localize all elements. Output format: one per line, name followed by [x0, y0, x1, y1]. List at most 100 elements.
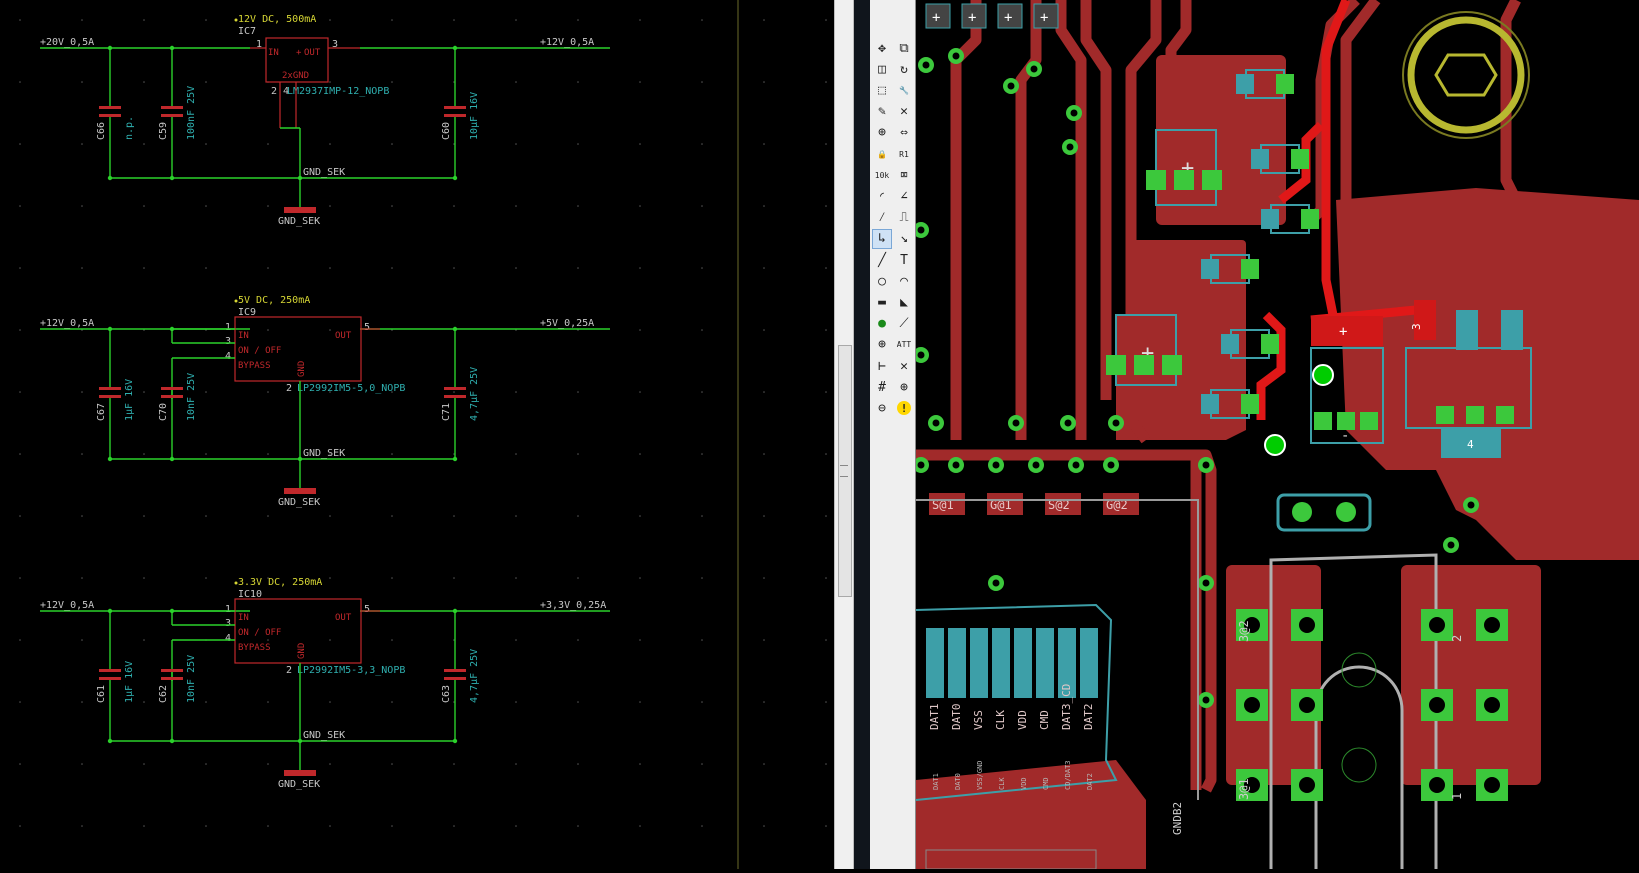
- shield-pad[interactable]: [1045, 493, 1081, 515]
- smd-pad[interactable]: [1456, 310, 1478, 350]
- smd-pad[interactable]: [1146, 170, 1166, 190]
- dimension-icon[interactable]: ⊢: [878, 358, 886, 374]
- split-icon[interactable]: ∠: [900, 188, 908, 204]
- smd-pad[interactable]: [1414, 300, 1436, 340]
- smd-pad[interactable]: [1162, 355, 1182, 375]
- miter-icon[interactable]: ◜: [878, 188, 886, 204]
- change-icon[interactable]: 🔧: [899, 85, 909, 95]
- ic-body[interactable]: [234, 598, 362, 664]
- selected-via[interactable]: [1312, 364, 1334, 386]
- add-icon[interactable]: ⊕: [878, 125, 886, 141]
- delete-icon[interactable]: ✕: [900, 104, 908, 120]
- lock-icon[interactable]: 🔒: [877, 149, 887, 159]
- errors-icon[interactable]: !: [897, 401, 911, 416]
- hole-icon[interactable]: ⊕: [878, 337, 886, 353]
- smd-pad[interactable]: [1496, 406, 1514, 424]
- mirror-icon[interactable]: ◫: [878, 61, 886, 77]
- ratsnest-icon[interactable]: ✕: [900, 358, 908, 374]
- smd-pad[interactable]: [1221, 334, 1239, 354]
- value-icon[interactable]: 10k: [874, 170, 890, 180]
- replace-icon[interactable]: ⇔: [900, 125, 908, 141]
- smd-pad[interactable]: [1174, 170, 1194, 190]
- move-icon[interactable]: ✥: [878, 40, 886, 56]
- circle-icon[interactable]: ○: [878, 273, 886, 289]
- regulator-block-ic10[interactable]: 3.3V DC, 250mAIC10+12V_0,5A+3,3V_0,25AGN…: [40, 577, 610, 790]
- header-pad[interactable]: [925, 3, 951, 29]
- scrollbar-thumb[interactable]: [838, 345, 852, 597]
- smd-pad[interactable]: [1201, 259, 1219, 279]
- smd-pad[interactable]: [1436, 406, 1454, 424]
- selected-via[interactable]: [1264, 434, 1286, 456]
- smd-pad[interactable]: [1202, 170, 1222, 190]
- smd-pad[interactable]: [1251, 149, 1269, 169]
- jumper-pad[interactable]: [1292, 502, 1312, 522]
- sd-pin-pad[interactable]: [1058, 628, 1076, 698]
- sd-pin-pad[interactable]: [1036, 628, 1054, 698]
- regulator-block-ic7[interactable]: 12V DC, 500mAIC7+20V_0,5A+12V_0,5AGND_SE…: [40, 14, 610, 227]
- smash-icon[interactable]: ⌧: [900, 167, 908, 183]
- ripup-icon[interactable]: ↘: [900, 231, 908, 247]
- smd-pad[interactable]: [1291, 149, 1309, 169]
- regulator-tab[interactable]: [1311, 316, 1383, 346]
- route-icon[interactable]: ↳: [872, 228, 892, 249]
- signal-icon[interactable]: ⟋: [899, 316, 909, 332]
- via-icon[interactable]: ●: [878, 316, 886, 332]
- meander-icon[interactable]: ⎍: [899, 210, 909, 226]
- smd-pad[interactable]: [1241, 259, 1259, 279]
- smd-pad[interactable]: [1466, 406, 1484, 424]
- header-pad[interactable]: [997, 3, 1023, 29]
- splitter-scrollbar[interactable]: [834, 0, 854, 869]
- capacitor-footprint[interactable]: [1115, 314, 1177, 386]
- smd-pad[interactable]: [1301, 209, 1319, 229]
- ic-body[interactable]: [234, 316, 362, 382]
- sd-pin-pad[interactable]: [926, 628, 944, 698]
- smd-pad[interactable]: [1236, 74, 1254, 94]
- arc-icon[interactable]: ◠: [900, 273, 908, 289]
- smd-pad[interactable]: [1337, 412, 1355, 430]
- shield-pad[interactable]: [987, 493, 1023, 515]
- sd-pin-pad[interactable]: [1014, 628, 1032, 698]
- sd-pin-pad[interactable]: [992, 628, 1010, 698]
- smd-pad[interactable]: [1261, 209, 1279, 229]
- autorouter-icon[interactable]: #: [878, 379, 886, 395]
- regulator-tab[interactable]: [1441, 428, 1501, 458]
- sd-pin-pad[interactable]: [970, 628, 988, 698]
- rect-icon[interactable]: ▬: [878, 294, 886, 310]
- attribute-icon[interactable]: ATT: [896, 340, 912, 350]
- text-icon[interactable]: T: [900, 252, 908, 268]
- smd-pad[interactable]: [1360, 412, 1378, 430]
- smd-pad[interactable]: [1314, 412, 1332, 430]
- ic-body[interactable]: [265, 37, 329, 83]
- smd-pad[interactable]: [1201, 394, 1219, 414]
- header-pad[interactable]: [1033, 3, 1059, 29]
- jumper-outline[interactable]: [1276, 493, 1372, 532]
- zoom-out-icon[interactable]: ⊖: [878, 400, 886, 416]
- rotate-icon[interactable]: ↻: [900, 61, 908, 77]
- sd-pin-pad[interactable]: [1080, 628, 1098, 698]
- zoom-in-icon[interactable]: ⊕: [900, 379, 908, 395]
- sd-pin-pad[interactable]: [948, 628, 966, 698]
- copy-icon[interactable]: ⧉: [899, 40, 909, 56]
- shield-pad[interactable]: [1103, 493, 1139, 515]
- header-pad[interactable]: [961, 3, 987, 29]
- group-icon[interactable]: ⬚: [878, 82, 886, 98]
- regulator-footprint[interactable]: [1310, 347, 1384, 444]
- smd-pad[interactable]: [1261, 334, 1279, 354]
- name-icon[interactable]: R1: [899, 149, 909, 159]
- smd-pad[interactable]: [1501, 310, 1523, 350]
- smd-pad[interactable]: [1241, 394, 1259, 414]
- capacitor-footprint[interactable]: [1155, 129, 1217, 206]
- smd-pad[interactable]: [1134, 355, 1154, 375]
